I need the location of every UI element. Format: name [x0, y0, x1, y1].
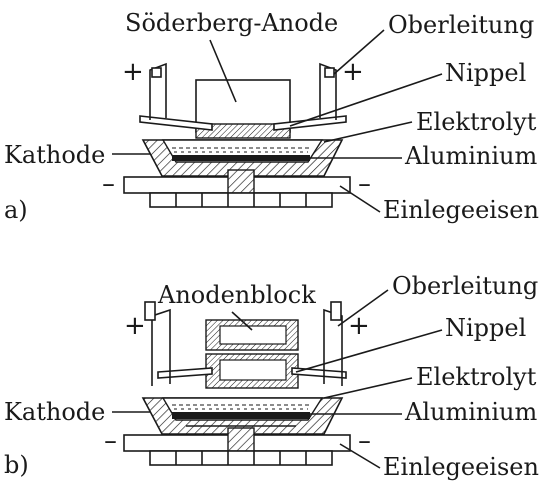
plus-sign-right-b: +: [348, 311, 370, 341]
label-oberleitung-b: Oberleitung: [392, 272, 538, 300]
label-aluminium-a: Aluminium: [404, 142, 537, 170]
nipple-right-a: [273, 115, 347, 131]
conductor-left-a: [149, 62, 167, 120]
anode-block-upper-inner: [219, 325, 287, 345]
nipple-left-b: [157, 367, 213, 379]
terminal-left-b: [144, 301, 156, 321]
label-einlegeeisen-b: Einlegeeisen: [383, 453, 539, 481]
plus-sign-left-a: +: [122, 57, 144, 87]
aluminium-layer-b: [172, 412, 310, 419]
label-kathode-b: Kathode: [4, 398, 105, 426]
panel-label-a: a): [4, 196, 28, 224]
label-elektrolyt-b: Elektrolyt: [416, 363, 537, 391]
minus-sign-left-a: –: [102, 169, 115, 199]
label-aluminium-b: Aluminium: [404, 398, 537, 426]
label-oberleitung-a: Oberleitung: [388, 11, 534, 39]
cell-b: Anodenblock Oberleitung Nippel Elektroly…: [4, 272, 539, 481]
nipple-left-a: [139, 115, 213, 131]
label-einlegeeisen-a: Einlegeeisen: [383, 196, 539, 224]
leader-lines-a: [112, 29, 443, 213]
current-collector-b: [227, 427, 255, 452]
electrolyte-a: [172, 147, 310, 153]
label-nippel-a: Nippel: [445, 59, 526, 87]
anode-block-lower-inner: [219, 359, 287, 381]
terminal-right-a: [324, 67, 335, 78]
cell-a: Söderberg-Anode Oberleitung Nippel Elekt…: [4, 9, 539, 224]
plus-sign-left-b: +: [124, 311, 146, 341]
nipple-right-b: [291, 367, 347, 379]
label-elektrolyt-a: Elektrolyt: [416, 108, 537, 136]
plus-sign-right-a: +: [342, 57, 364, 87]
conductor-right-a: [319, 62, 337, 120]
current-collector-a: [227, 169, 255, 194]
anode-bottom-a: [195, 123, 291, 139]
insert-iron-blocks-a: [149, 192, 333, 208]
insert-iron-blocks-b: [149, 450, 333, 466]
terminal-right-b: [330, 301, 342, 321]
label-kathode-a: Kathode: [4, 141, 105, 169]
minus-sign-right-a: –: [358, 169, 371, 199]
conductor-left-b: [151, 308, 171, 386]
minus-sign-right-b: –: [358, 426, 371, 456]
leader-lines-b: [112, 289, 443, 469]
label-soderberg-anode: Söderberg-Anode: [125, 9, 338, 37]
label-nippel-b: Nippel: [445, 314, 526, 342]
terminal-left-a: [151, 67, 162, 78]
minus-sign-left-b: –: [104, 426, 117, 456]
electrolyte-b: [172, 404, 310, 410]
panel-label-b: b): [4, 451, 29, 479]
label-anodenblock: Anodenblock: [157, 281, 316, 309]
aluminium-layer-a: [172, 155, 310, 161]
